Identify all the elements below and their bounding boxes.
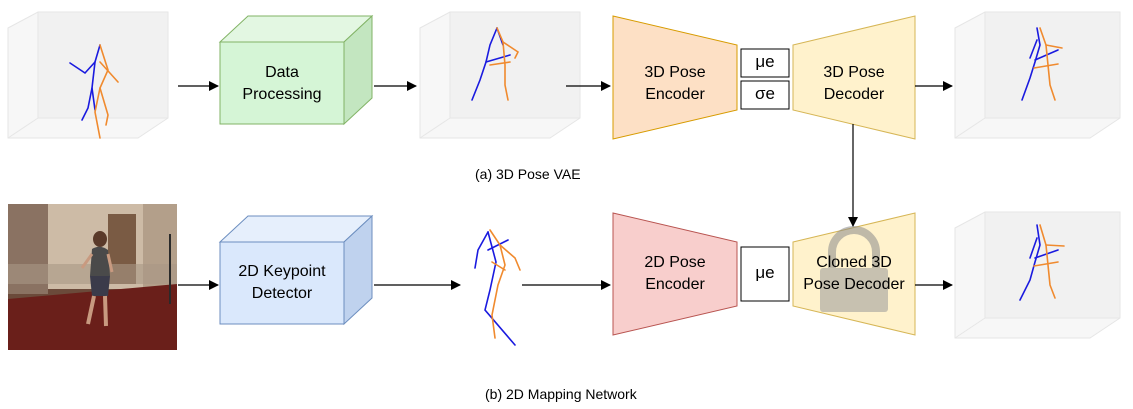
3d-encoder-label-line2: Encoder: [645, 86, 705, 103]
cloned-decoder-label: Cloned 3D Pose Decoder: [793, 252, 915, 296]
cloned-decoder-label-line1: Cloned 3D: [816, 254, 892, 271]
pose-3d-plot-processed: [419, 11, 581, 139]
3d-pose-encoder-block: [612, 15, 738, 140]
detector-label: 2D Keypoint Detector: [220, 261, 344, 305]
skeleton-input: [69, 44, 119, 139]
data-processing-label-line1: Data: [265, 64, 299, 81]
skeleton-output: [1019, 224, 1065, 301]
pose-3d-plot-output: [954, 211, 1121, 339]
2d-encoder-label-line1: 2D Pose: [644, 254, 706, 271]
detector-label-line2: Detector: [251, 285, 313, 302]
mu-box-bottom: [740, 246, 790, 302]
data-processing-label: Data Processing: [220, 62, 344, 106]
flow-arrows: [178, 81, 953, 290]
skeleton-reconstructed: [1021, 27, 1063, 101]
3d-pose-decoder-block: [792, 15, 916, 140]
mu-label-bottom: μe: [755, 263, 775, 282]
mu-box-top: [740, 48, 790, 78]
data-processing-label-line2: Processing: [242, 86, 322, 103]
input-photo: [8, 204, 177, 350]
skeleton-processed: [471, 27, 520, 101]
caption-bottom: (b) 2D Mapping Network: [485, 386, 637, 402]
keypoint-detector-block: [218, 214, 374, 326]
3d-decoder-label-line2: Decoder: [823, 86, 885, 103]
sigma-label-top: σe: [755, 84, 775, 103]
sigma-box-top: [740, 80, 790, 110]
2d-encoder-label-line2: Encoder: [645, 276, 705, 293]
lock-icon: [820, 226, 888, 312]
3d-encoder-label-line1: 3D Pose: [644, 64, 706, 81]
pose-3d-plot-input: [7, 11, 169, 139]
cloned-decoder-label-line2: Pose Decoder: [803, 276, 905, 293]
skeleton-2d-keypoints: [474, 229, 521, 346]
3d-decoder-label: 3D Pose Decoder: [793, 62, 915, 106]
3d-encoder-label: 3D Pose Encoder: [613, 62, 737, 106]
detector-label-line1: 2D Keypoint: [238, 263, 326, 280]
caption-top: (a) 3D Pose VAE: [475, 166, 581, 182]
2d-encoder-label: 2D Pose Encoder: [613, 252, 737, 296]
3d-decoder-label-line1: 3D Pose: [823, 64, 885, 81]
mu-label-top: μe: [755, 52, 775, 71]
2d-pose-encoder-block: [612, 212, 738, 336]
data-processing-block: [218, 14, 374, 126]
